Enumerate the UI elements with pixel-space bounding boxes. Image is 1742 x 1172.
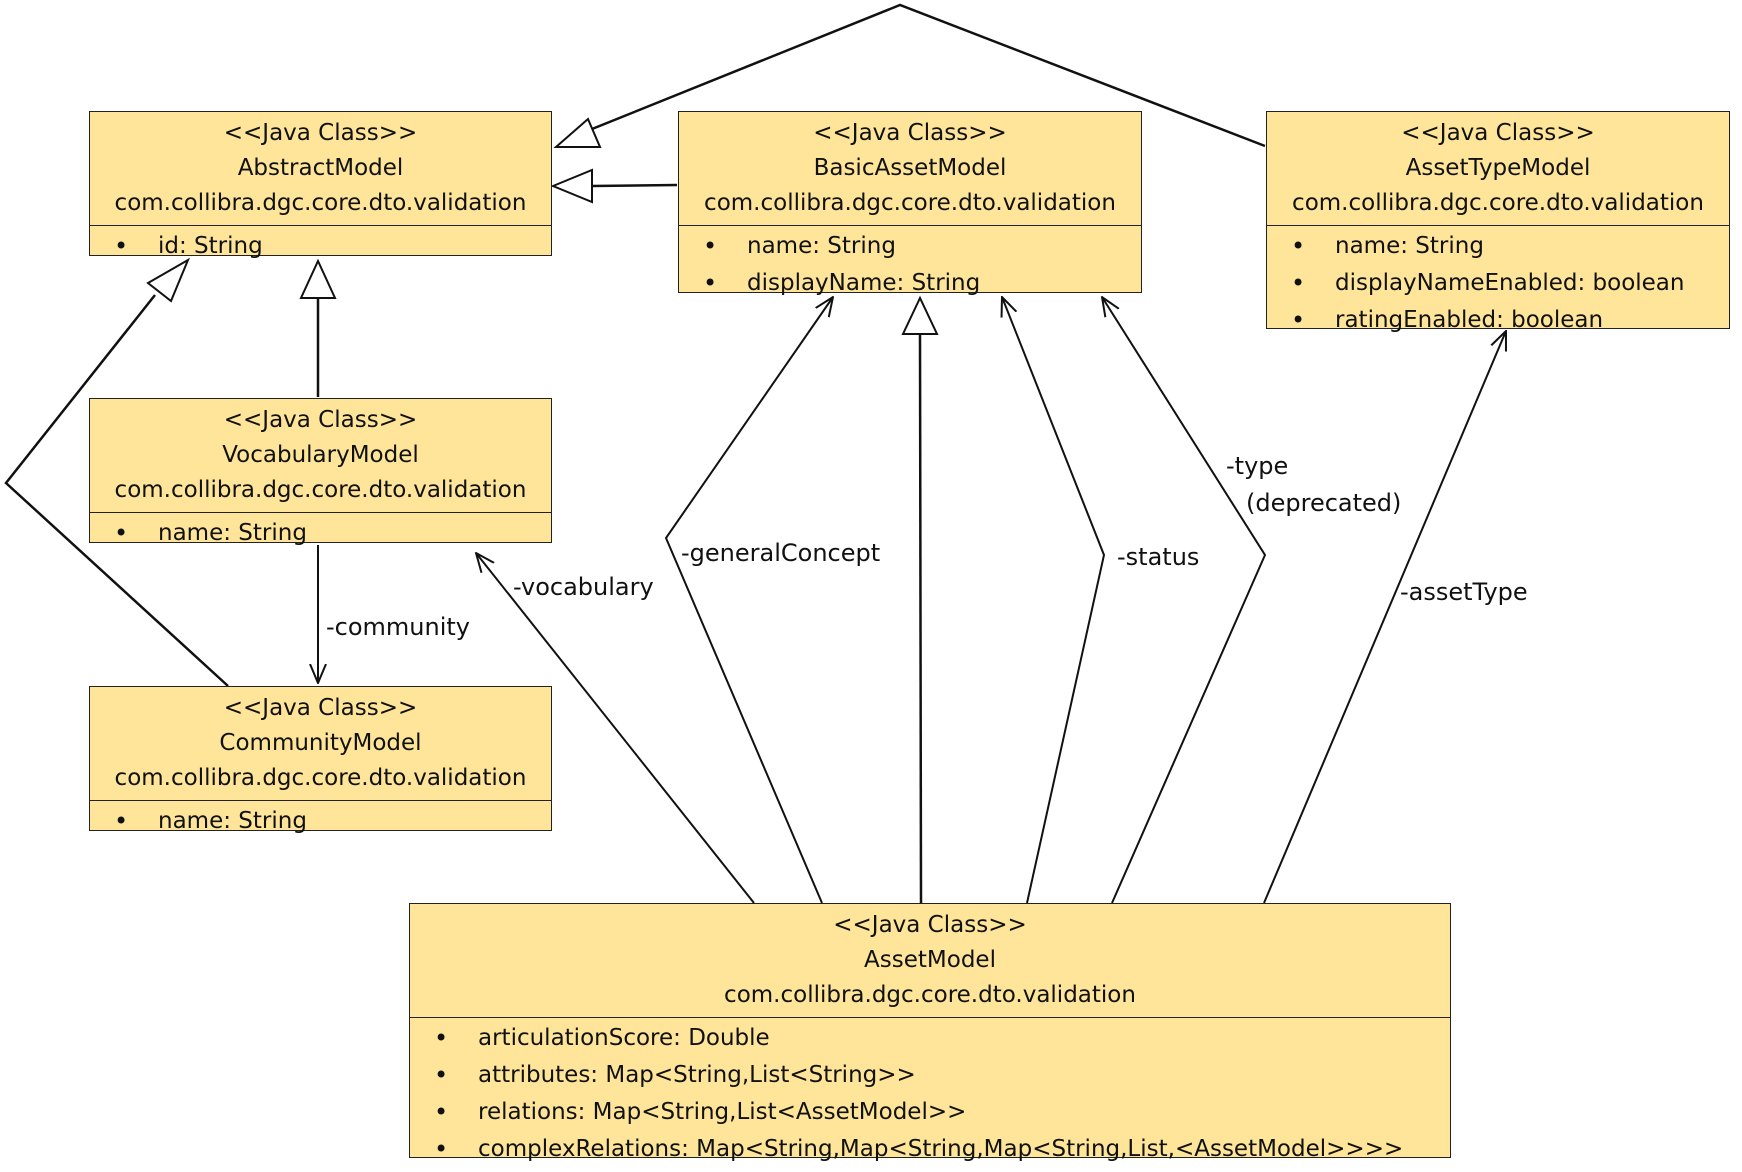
class-community-model: <<Java Class>> CommunityModel com.collib… [89, 686, 552, 840]
attribute-item: articulationScore: Double [410, 1020, 1450, 1057]
package-name: com.collibra.dgc.core.dto.validation [1292, 190, 1704, 216]
attribute-item: attributes: Map<String,List<String>> [410, 1057, 1450, 1094]
class-vocabulary-model: <<Java Class>> VocabularyModel com.colli… [89, 398, 552, 552]
class-basic-asset-model: <<Java Class>> BasicAssetModel com.colli… [678, 111, 1142, 302]
attribute-item: relations: Map<String,List<AssetModel>> [410, 1094, 1450, 1131]
class-name: VocabularyModel [222, 442, 419, 468]
attribute-item: name: String [679, 228, 1141, 265]
association-vocabulary [476, 553, 755, 904]
generalization-asset-to-basic [901, 295, 939, 904]
package-name: com.collibra.dgc.core.dto.validation [724, 982, 1136, 1008]
attribute-item: ratingEnabled: boolean [1267, 302, 1729, 339]
label-general-concept: -generalConcept [681, 539, 881, 567]
label-status: -status [1117, 543, 1200, 571]
label-asset-type: -assetType [1400, 578, 1528, 606]
stereotype-label: <<Java Class>> [833, 912, 1027, 938]
label-community: -community [326, 613, 470, 641]
attribute-item: displayNameEnabled: boolean [1267, 265, 1729, 302]
attribute-item: id: String [90, 228, 551, 265]
label-type: -type [1226, 452, 1289, 480]
association-asset-type [1263, 331, 1506, 904]
attribute-item: name: String [90, 515, 551, 552]
attribute-item: complexRelations: Map<String,Map<String,… [410, 1131, 1450, 1168]
stereotype-label: <<Java Class>> [223, 120, 418, 146]
stereotype-label: <<Java Class>> [223, 695, 418, 721]
class-name: AbstractModel [237, 155, 404, 181]
class-asset-model: <<Java Class>> AssetModel com.collibra.d… [409, 903, 1451, 1168]
attribute-item: name: String [1267, 228, 1729, 265]
class-abstract-model: <<Java Class>> AbstractModel com.collibr… [89, 111, 552, 265]
association-general-concept [664, 297, 833, 904]
attribute-list: name: String displayNameEnabled: boolean… [1267, 226, 1729, 343]
stereotype-label: <<Java Class>> [813, 120, 1007, 146]
class-name: BasicAssetModel [813, 155, 1007, 181]
attribute-list: name: String [90, 513, 551, 556]
package-name: com.collibra.dgc.core.dto.validation [114, 190, 527, 216]
generalization-assettype-to-abstract [553, 3, 1266, 148]
association-type [1102, 297, 1267, 904]
attribute-list: name: String [90, 801, 551, 844]
label-deprecated: (deprecated) [1246, 489, 1402, 517]
generalization-community-to-abstract [4, 257, 229, 687]
class-header: <<Java Class>> AssetModel com.collibra.d… [410, 904, 1450, 1018]
class-asset-type-model: <<Java Class>> AssetTypeModel com.collib… [1266, 111, 1730, 339]
class-header: <<Java Class>> AssetTypeModel com.collib… [1267, 112, 1729, 226]
package-name: com.collibra.dgc.core.dto.validation [114, 477, 527, 503]
label-vocabulary: -vocabulary [513, 573, 654, 601]
package-name: com.collibra.dgc.core.dto.validation [114, 765, 527, 791]
package-name: com.collibra.dgc.core.dto.validation [704, 190, 1116, 216]
attribute-list: articulationScore: Double attributes: Ma… [410, 1018, 1450, 1172]
class-header: <<Java Class>> BasicAssetModel com.colli… [679, 112, 1141, 226]
attribute-item: name: String [90, 803, 551, 840]
attribute-list: name: String displayName: String [679, 226, 1141, 306]
generalization-basic-to-abstract [550, 168, 678, 204]
attribute-item: displayName: String [679, 265, 1141, 302]
stereotype-label: <<Java Class>> [1401, 120, 1595, 146]
attribute-list: id: String [90, 226, 551, 269]
stereotype-label: <<Java Class>> [223, 407, 418, 433]
class-name: CommunityModel [219, 730, 422, 756]
class-name: AssetTypeModel [1405, 155, 1591, 181]
class-name: AssetModel [864, 947, 996, 973]
association-status [1002, 297, 1106, 904]
class-header: <<Java Class>> VocabularyModel com.colli… [90, 399, 551, 513]
generalization-vocabulary-to-abstract [299, 258, 337, 397]
class-header: <<Java Class>> CommunityModel com.collib… [90, 687, 551, 801]
class-header: <<Java Class>> AbstractModel com.collibr… [90, 112, 551, 226]
